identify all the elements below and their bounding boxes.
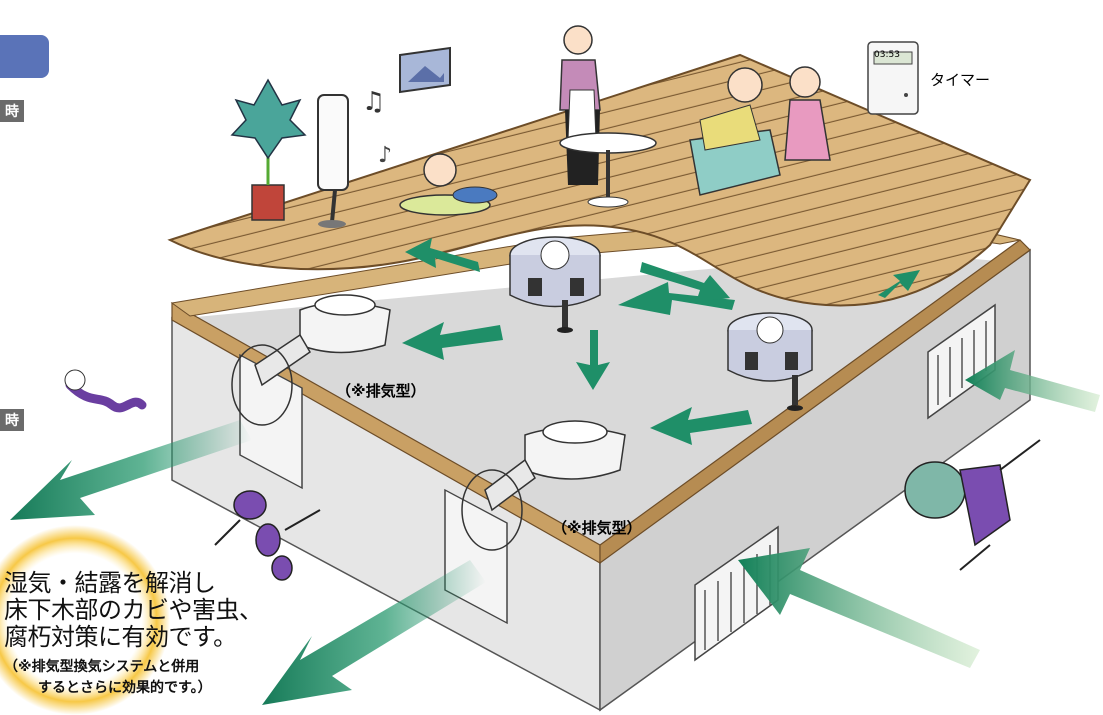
caption-note: するとさらに効果的です。） bbox=[38, 680, 212, 696]
exhaust-fan bbox=[231, 294, 391, 426]
exhaust-fan bbox=[461, 420, 626, 551]
sill-right bbox=[599, 239, 1031, 565]
father-in-chair bbox=[689, 67, 781, 196]
pest-ant bbox=[214, 490, 321, 581]
child-lying bbox=[399, 153, 498, 216]
plant bbox=[230, 78, 307, 221]
picture-frame bbox=[399, 46, 451, 94]
pest-beetle bbox=[904, 439, 1041, 571]
svg-text:♫: ♫ bbox=[362, 87, 385, 117]
side-tag: 時 bbox=[0, 100, 24, 122]
timer-display: 03:53 bbox=[874, 50, 900, 60]
timer-device bbox=[867, 41, 919, 115]
caption: 湿気・結露を解消し 床下木部のカビや害虫、 腐朽対策に有効です。 （※排気型換気… bbox=[4, 570, 304, 699]
fan-label-2: （※排気型） bbox=[552, 519, 642, 537]
side-tag: 時 bbox=[0, 409, 24, 431]
caption-line: 腐朽対策に有効です。 bbox=[4, 623, 237, 651]
section-tab bbox=[0, 35, 49, 78]
caption-line: 床下木部のカビや害虫、 bbox=[4, 596, 263, 624]
fan-label-1: （※排気型） bbox=[336, 382, 426, 400]
timer-label: タイマー bbox=[930, 71, 991, 89]
pest-worm bbox=[64, 369, 147, 413]
fan-unit bbox=[509, 236, 601, 333]
caption-line: 湿気・結露を解消し bbox=[4, 569, 216, 597]
speaker: ♫ ♪ bbox=[317, 87, 392, 228]
table bbox=[559, 132, 657, 208]
svg-text:♪: ♪ bbox=[378, 143, 392, 168]
caption-note: （※排気型換気システムと併用 bbox=[4, 659, 200, 675]
daughter bbox=[784, 66, 831, 161]
caption-halo bbox=[0, 525, 170, 715]
fan-unit bbox=[727, 312, 813, 411]
airflow-arrow bbox=[10, 238, 1100, 705]
